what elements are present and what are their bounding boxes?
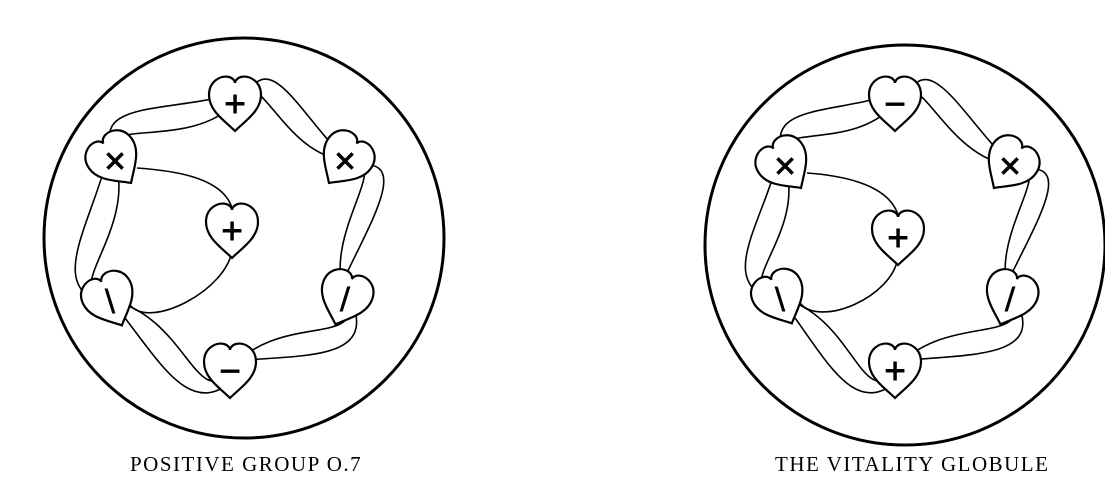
atom-link [130, 250, 232, 313]
atom-upper-left: × [79, 123, 153, 197]
atom-upper-right: × [308, 123, 382, 197]
atom-bottom: − [204, 344, 256, 398]
atom-charge-symbol: + [885, 221, 910, 256]
positive-group-diagram: + × / − \ × + [44, 38, 444, 438]
atom-upper-right: × [973, 128, 1047, 202]
atom-charge-symbol: × [332, 144, 357, 179]
atom-lower-right: / [311, 264, 378, 333]
atom-charge-symbol: + [882, 354, 907, 389]
atom-charge-symbol: × [102, 144, 127, 179]
atom-charge-symbol: + [219, 214, 244, 249]
vitality-globule-diagram: − × / + \ × + [705, 45, 1105, 445]
atom-link [800, 257, 898, 312]
atom-top: + [209, 77, 261, 131]
atom-charge-symbol: − [882, 87, 907, 122]
atom-charge-symbol: \ [105, 284, 116, 319]
caption-vitality-globule: THE VITALITY GLOBULE [775, 452, 1035, 477]
atom-charge-symbol: − [217, 354, 242, 389]
atom-top: − [869, 77, 921, 131]
atom-charge-symbol: + [222, 87, 247, 122]
atom-lower-left: \ [75, 265, 145, 336]
atom-charge-symbol: \ [775, 282, 786, 317]
atom-charge-symbol: / [1005, 282, 1016, 317]
atom-center: + [206, 204, 258, 258]
atom-bottom: + [869, 344, 921, 398]
atom-charge-symbol: / [340, 282, 351, 317]
atom-link [807, 173, 898, 215]
atom-charge-symbol: × [997, 149, 1022, 184]
atom-upper-left: × [749, 128, 823, 202]
atom-lower-left: \ [745, 263, 815, 334]
atom-lower-right: / [976, 264, 1043, 333]
caption-positive-group: POSITIVE GROUP O.7 [130, 452, 350, 477]
atom-charge-symbol: × [772, 149, 797, 184]
atom-center: + [872, 211, 924, 265]
atom-link [137, 168, 232, 208]
